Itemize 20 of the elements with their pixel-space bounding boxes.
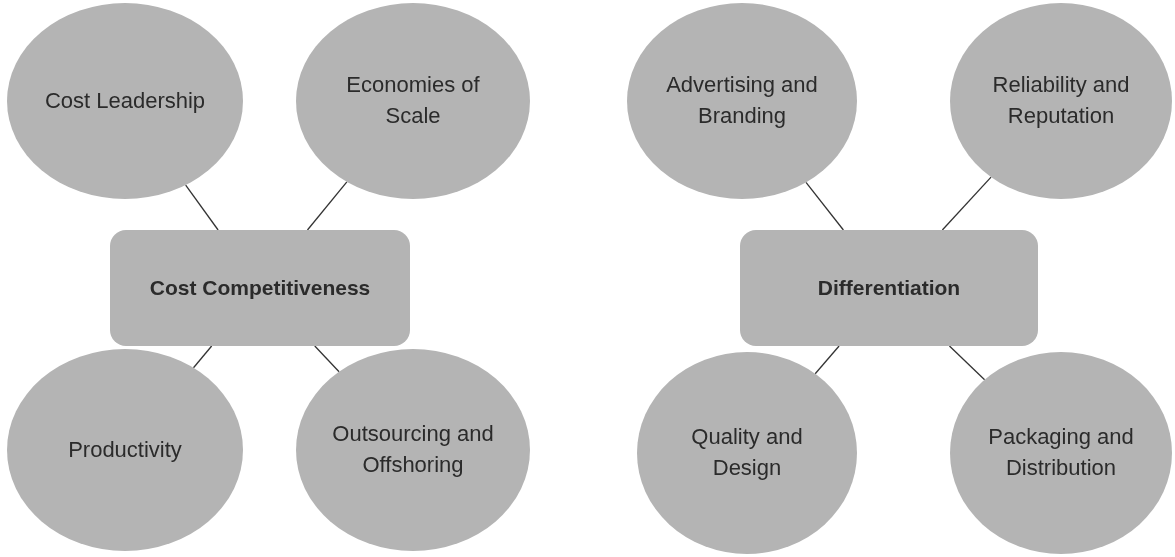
topic-label: Quality and Design <box>690 423 804 482</box>
connector-line <box>185 184 219 231</box>
topic-label: Outsourcing and Offshoring <box>331 420 495 479</box>
topic-label: Packaging and Distribution <box>987 423 1135 482</box>
category-label: Differentiation <box>817 275 961 302</box>
connector-line <box>192 345 213 369</box>
topic-label: Productivity <box>68 435 182 464</box>
topic-label: Cost Leadership <box>44 86 206 115</box>
topic-label: Reliability and Reputation <box>991 71 1131 130</box>
topic-label: Advertising and Branding <box>665 71 819 130</box>
connector-line <box>306 181 348 231</box>
connector-line <box>941 176 992 231</box>
category-box <box>110 230 410 346</box>
connector-line <box>948 345 986 381</box>
topic-label: Economies of Scale <box>345 71 481 130</box>
connector-line <box>314 345 340 373</box>
category-label: Cost Competitiveness <box>149 275 371 302</box>
category-box <box>740 230 1038 346</box>
connector-line <box>814 345 840 375</box>
connector-line <box>805 181 845 231</box>
